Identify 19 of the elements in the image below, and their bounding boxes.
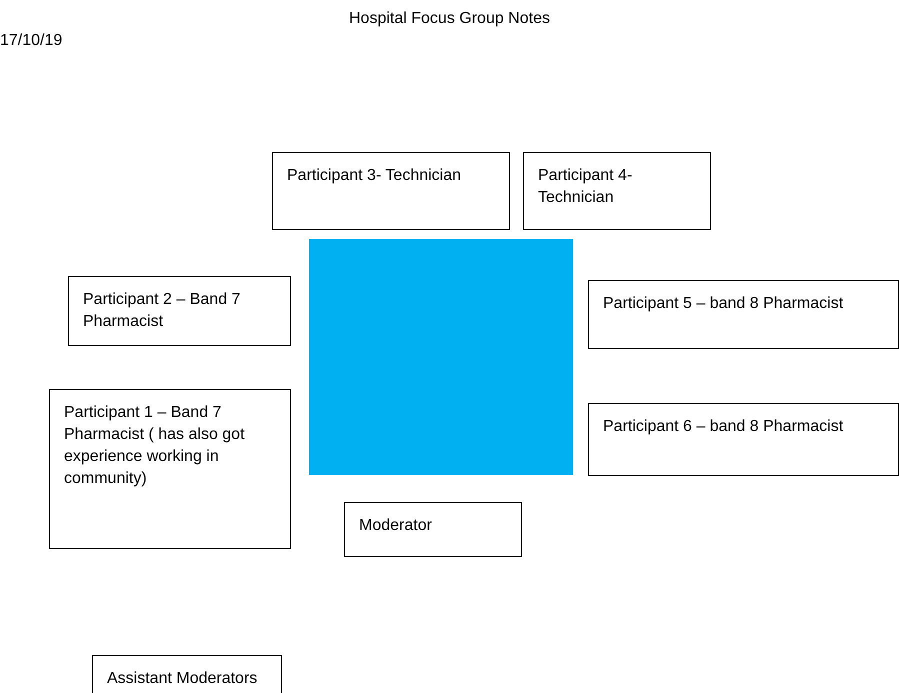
page-title: Hospital Focus Group Notes bbox=[349, 10, 550, 27]
seat-label: Participant 4- Technician bbox=[538, 166, 634, 208]
seat-label: Assistant Moderators bbox=[107, 669, 258, 689]
seat-box bbox=[92, 655, 282, 693]
seat-label: Moderator bbox=[359, 516, 433, 536]
seat-box bbox=[344, 502, 522, 557]
seat-box bbox=[68, 276, 291, 346]
seat-label: Participant 2 – Band 7 Pharmacist bbox=[83, 290, 242, 332]
seat-box bbox=[588, 280, 899, 349]
seat-label: Participant 1 – Band 7 Pharmacist ( has also got experience working in community) bbox=[64, 403, 246, 489]
table-block bbox=[309, 239, 573, 475]
date-label: 17/10/19 bbox=[0, 32, 62, 50]
seat-label: Participant 5 – band 8 Pharmacist bbox=[603, 294, 844, 314]
seat-box bbox=[523, 152, 711, 230]
seat-label: Participant 6 – band 8 Pharmacist bbox=[603, 417, 844, 437]
seat-label: Participant 3- Technician bbox=[287, 166, 462, 186]
seat-box bbox=[272, 152, 510, 230]
seat-box bbox=[49, 389, 291, 549]
seat-box bbox=[588, 403, 899, 476]
